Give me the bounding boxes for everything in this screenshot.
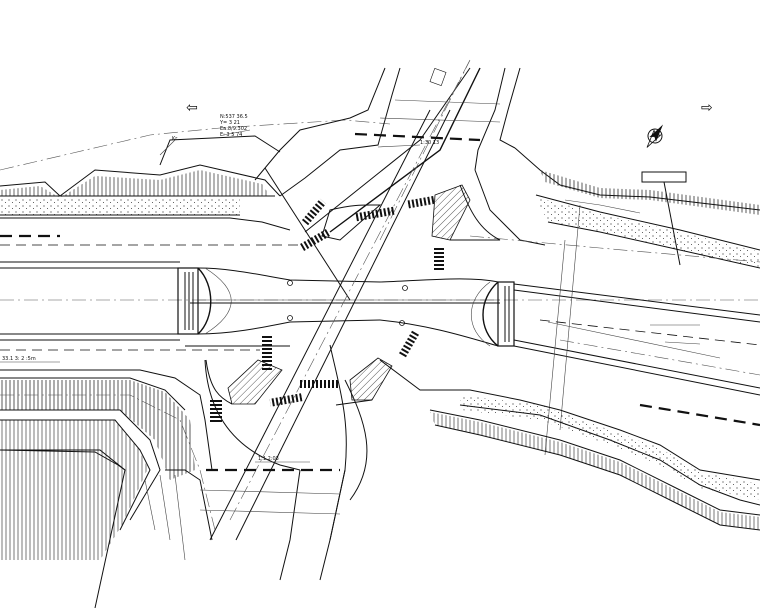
coord-note-3: Ea:8/9.302 (220, 126, 247, 132)
coord-note-1: N:537 36.5 (220, 114, 248, 120)
upper-right-embankment (469, 147, 760, 269)
lower-right-embankment (379, 324, 760, 531)
direction-arrow-right-icon: ⇨ (701, 100, 713, 116)
diagonal-roads (209, 59, 581, 541)
top-left-note: Kr (172, 136, 178, 142)
north-arrow-icon (646, 124, 664, 148)
coord-note-2: Y= 3 21 (219, 120, 240, 126)
south-road-arm (199, 344, 368, 581)
traffic-islands (205, 184, 501, 406)
lower-left-embankment (0, 369, 216, 608)
upper-left-embankment (0, 119, 391, 231)
direction-arrow-left-icon: ⇦ (186, 100, 198, 116)
left-mid-note: 33.1 3: 2 :5m (2, 356, 36, 362)
coord-note-4: E: 3 5 74 (220, 132, 242, 138)
annotations: Kr N:537 36.5 Y= 3 21 Ea:8/9.302 E: 3 5 … (0, 114, 439, 463)
zebra-crossings (210, 195, 444, 424)
bottom-center-note: 1:1 2:03 (258, 456, 279, 462)
main-corridor (0, 234, 760, 427)
top-center-note: 1:30 13 (420, 140, 439, 146)
